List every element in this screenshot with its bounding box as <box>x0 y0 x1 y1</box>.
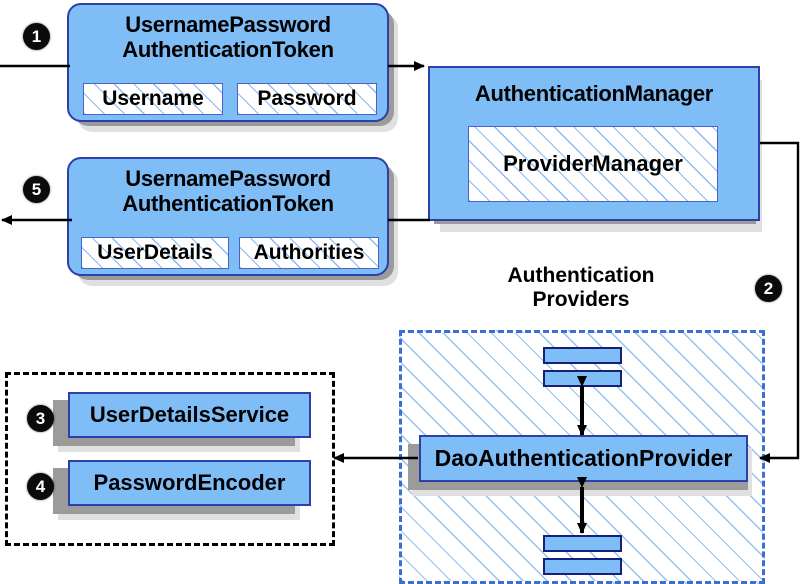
password-encoder-label: PasswordEncoder <box>93 470 286 495</box>
userdetails-field-label: UserDetails <box>97 241 213 264</box>
provider-bar-bottom-2 <box>543 558 622 575</box>
user-details-service-box[interactable]: UserDetailsService <box>68 392 311 438</box>
dao-authentication-provider-label: DaoAuthenticationProvider <box>434 445 733 471</box>
badge-4: 4 <box>27 473 54 500</box>
badge-3: 3 <box>27 405 54 432</box>
badge-2: 2 <box>755 275 782 302</box>
password-encoder-box[interactable]: PasswordEncoder <box>68 460 311 506</box>
response-token-box[interactable]: UsernamePassword AuthenticationToken Use… <box>67 157 389 276</box>
authorities-field-label: Authorities <box>253 241 365 264</box>
authentication-providers-label: Authentication Providers <box>507 264 655 311</box>
badge-5: 5 <box>23 176 50 203</box>
dao-authentication-provider-box[interactable]: DaoAuthenticationProvider <box>419 435 748 482</box>
password-field-label: Password <box>257 87 357 110</box>
response-token-field-authorities: Authorities <box>239 237 379 269</box>
response-token-title: UsernamePassword AuthenticationToken <box>122 166 334 216</box>
provider-bar-bottom-1 <box>543 535 622 552</box>
provider-manager-box[interactable]: ProviderManager <box>468 126 718 202</box>
provider-bar-top-2 <box>543 370 622 387</box>
request-token-box[interactable]: UsernamePassword AuthenticationToken Use… <box>67 3 389 122</box>
user-details-service-label: UserDetailsService <box>89 402 290 427</box>
authentication-manager-title: AuthenticationManager <box>474 81 714 106</box>
username-field-label: Username <box>102 87 204 110</box>
authentication-manager-box[interactable]: AuthenticationManager ProviderManager <box>428 66 760 221</box>
badge-1: 1 <box>23 23 50 50</box>
response-token-field-userdetails: UserDetails <box>81 237 229 269</box>
request-token-field-password: Password <box>237 83 377 115</box>
request-token-field-username: Username <box>83 83 223 115</box>
provider-manager-label: ProviderManager <box>503 151 683 176</box>
provider-bar-top-1 <box>543 347 622 364</box>
request-token-title: UsernamePassword AuthenticationToken <box>122 12 334 62</box>
